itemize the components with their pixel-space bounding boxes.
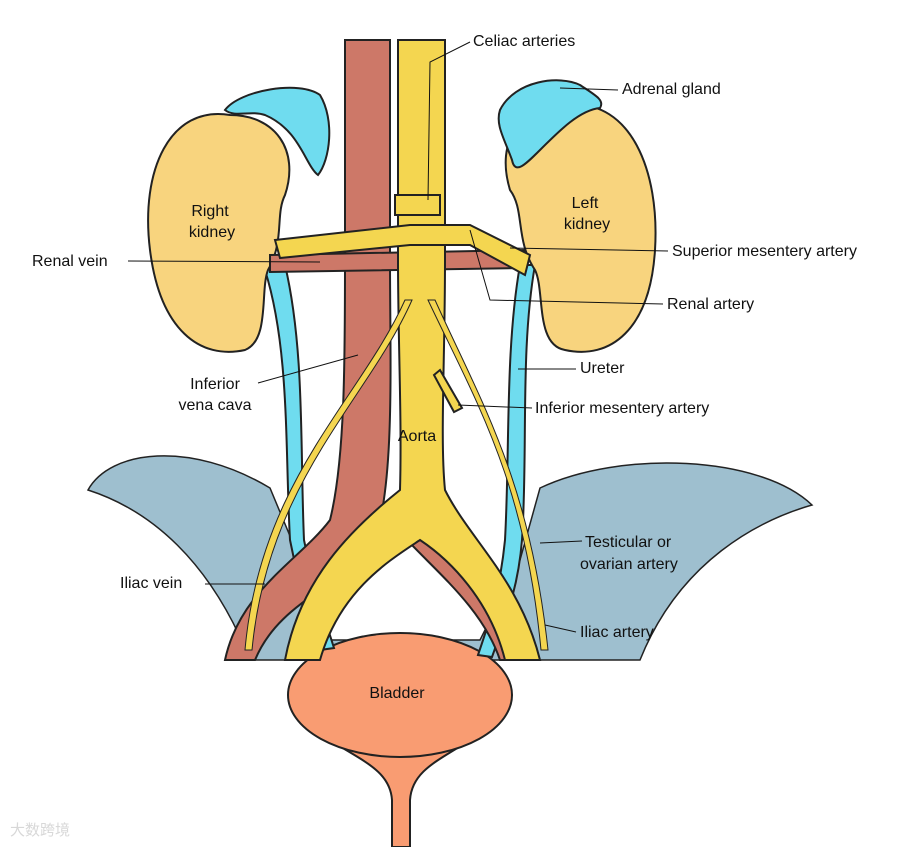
- label-superior-mesentery-artery: Superior mesentery artery: [672, 243, 857, 260]
- label-right-kidney-line1: Right: [191, 203, 229, 220]
- label-iliac-artery: Iliac artery: [580, 624, 654, 641]
- renal-arteries: [273, 224, 532, 277]
- label-aorta: Aorta: [398, 428, 436, 445]
- label-ureter: Ureter: [580, 360, 625, 377]
- testicular-arteries: [244, 299, 549, 651]
- label-left-kidney-line1: Left: [572, 195, 599, 212]
- leader-lines: [127, 41, 669, 633]
- urethra: [326, 739, 474, 847]
- bladder: [287, 632, 513, 758]
- left-ureter: [476, 264, 537, 659]
- label-adrenal-gland: Adrenal gland: [622, 81, 721, 98]
- watermark: 大数跨境: [10, 821, 70, 839]
- label-right-kidney-line2: kidney: [189, 224, 235, 241]
- label-ivc-line2: vena cava: [179, 397, 252, 414]
- label-testicular-line2: ovarian artery: [580, 556, 678, 573]
- right-adrenal-gland: [223, 86, 331, 177]
- label-bladder: Bladder: [369, 685, 425, 702]
- label-left-kidney-line2: kidney: [564, 216, 610, 233]
- inferior-vena-cava: [223, 39, 392, 661]
- right-kidney: [147, 112, 291, 353]
- label-renal-artery: Renal artery: [667, 296, 754, 313]
- label-renal-vein: Renal vein: [32, 253, 108, 270]
- label-testicular-line1: Testicular or: [585, 534, 672, 551]
- left-adrenal-gland: [497, 79, 603, 169]
- inferior-mesentery-artery-branch: [432, 368, 464, 414]
- label-iliac-vein: Iliac vein: [120, 575, 182, 592]
- label-ivc-line1: Inferior: [190, 376, 240, 393]
- right-ureter: [263, 263, 336, 652]
- label-celiac-arteries: Celiac arteries: [473, 33, 575, 50]
- aorta: [283, 39, 542, 661]
- left-kidney: [504, 103, 657, 353]
- label-inferior-mesentery-artery: Inferior mesentery artery: [535, 400, 709, 417]
- celiac-trunk: [394, 194, 441, 216]
